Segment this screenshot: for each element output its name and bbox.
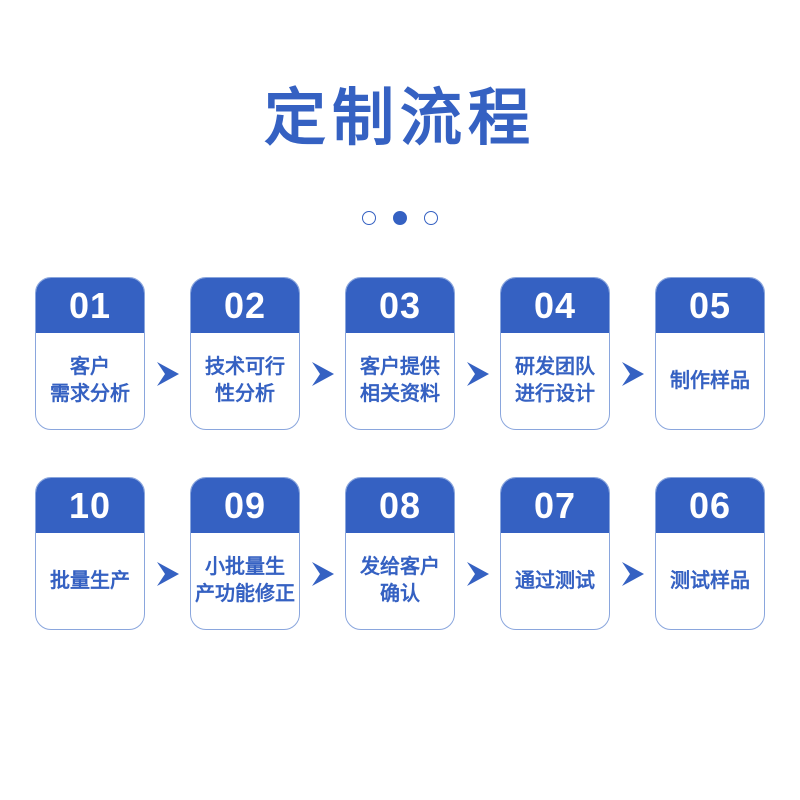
step-label-02: 技术可行 性分析 <box>205 356 285 405</box>
process-row-2: 10 批量生产 09 小批量生 产功能修正 <box>0 477 800 630</box>
process-step-card-06[interactable]: 06 测试样品 <box>655 477 765 630</box>
process-step-card-01[interactable]: 01 客户 需求分析 <box>35 277 145 430</box>
step-label-10: 批量生产 <box>50 569 130 592</box>
flow-arrow-icon-1-4 <box>610 319 655 389</box>
step-label-04: 研发团队 进行设计 <box>515 356 595 405</box>
step-number-08: 08 <box>378 484 422 526</box>
flow-arrow-icon-2-1 <box>145 519 190 589</box>
process-step-card-08[interactable]: 08 发给客户 确认 <box>345 477 455 630</box>
process-step-card-03[interactable]: 03 客户提供 相关资料 <box>345 277 455 430</box>
process-row-1: 01 客户 需求分析 02 技术可行 性分析 <box>0 277 800 430</box>
flow-arrow-icon-1-3 <box>455 319 500 389</box>
process-step-card-05[interactable]: 05 制作样品 <box>655 277 765 430</box>
step-header-07: 07 <box>501 478 609 533</box>
step-label-06: 测试样品 <box>670 569 750 592</box>
step-body-04: 研发团队 进行设计 <box>501 333 609 429</box>
step-body-05: 制作样品 <box>656 333 764 429</box>
step-label-03: 客户提供 相关资料 <box>360 356 440 405</box>
process-step-card-10[interactable]: 10 批量生产 <box>35 477 145 630</box>
carousel-dots[interactable] <box>0 211 800 225</box>
step-number-04: 04 <box>533 284 577 326</box>
carousel-dot-2-active[interactable] <box>393 211 407 225</box>
step-body-07: 通过测试 <box>501 533 609 629</box>
flow-arrow-icon-2-3 <box>455 519 500 589</box>
step-body-06: 测试样品 <box>656 533 764 629</box>
step-body-10: 批量生产 <box>36 533 144 629</box>
step-number-02: 02 <box>223 284 267 326</box>
step-body-08: 发给客户 确认 <box>346 533 454 629</box>
carousel-dot-3[interactable] <box>424 211 438 225</box>
step-label-01: 客户 需求分析 <box>50 356 130 405</box>
flow-arrow-icon-1-2 <box>300 319 345 389</box>
step-label-05: 制作样品 <box>670 369 750 392</box>
process-step-card-04[interactable]: 04 研发团队 进行设计 <box>500 277 610 430</box>
process-step-card-09[interactable]: 09 小批量生 产功能修正 <box>190 477 300 630</box>
process-step-card-07[interactable]: 07 通过测试 <box>500 477 610 630</box>
step-header-03: 03 <box>346 278 454 333</box>
carousel-dot-1[interactable] <box>362 211 376 225</box>
step-header-01: 01 <box>36 278 144 333</box>
flow-arrow-icon-2-2 <box>300 519 345 589</box>
process-step-card-02[interactable]: 02 技术可行 性分析 <box>190 277 300 430</box>
step-header-02: 02 <box>191 278 299 333</box>
step-label-09: 小批量生 产功能修正 <box>195 556 295 605</box>
step-header-08: 08 <box>346 478 454 533</box>
flow-arrow-icon-2-4 <box>610 519 655 589</box>
step-body-01: 客户 需求分析 <box>36 333 144 429</box>
step-header-05: 05 <box>656 278 764 333</box>
step-header-06: 06 <box>656 478 764 533</box>
step-number-03: 03 <box>378 284 422 326</box>
step-label-08: 发给客户 确认 <box>360 556 440 605</box>
page-title: 定制流程 <box>263 84 536 153</box>
title-block: 定制流程 <box>0 86 800 151</box>
step-body-02: 技术可行 性分析 <box>191 333 299 429</box>
step-header-04: 04 <box>501 278 609 333</box>
step-header-09: 09 <box>191 478 299 533</box>
step-number-09: 09 <box>223 484 267 526</box>
step-body-09: 小批量生 产功能修正 <box>191 533 299 629</box>
flow-arrow-icon-1-1 <box>145 319 190 389</box>
step-body-03: 客户提供 相关资料 <box>346 333 454 429</box>
step-number-10: 10 <box>68 484 112 526</box>
step-header-10: 10 <box>36 478 144 533</box>
step-number-05: 05 <box>688 284 732 326</box>
step-number-01: 01 <box>68 284 112 326</box>
step-number-06: 06 <box>688 484 732 526</box>
step-label-07: 通过测试 <box>515 569 595 592</box>
step-number-07: 07 <box>533 484 577 526</box>
